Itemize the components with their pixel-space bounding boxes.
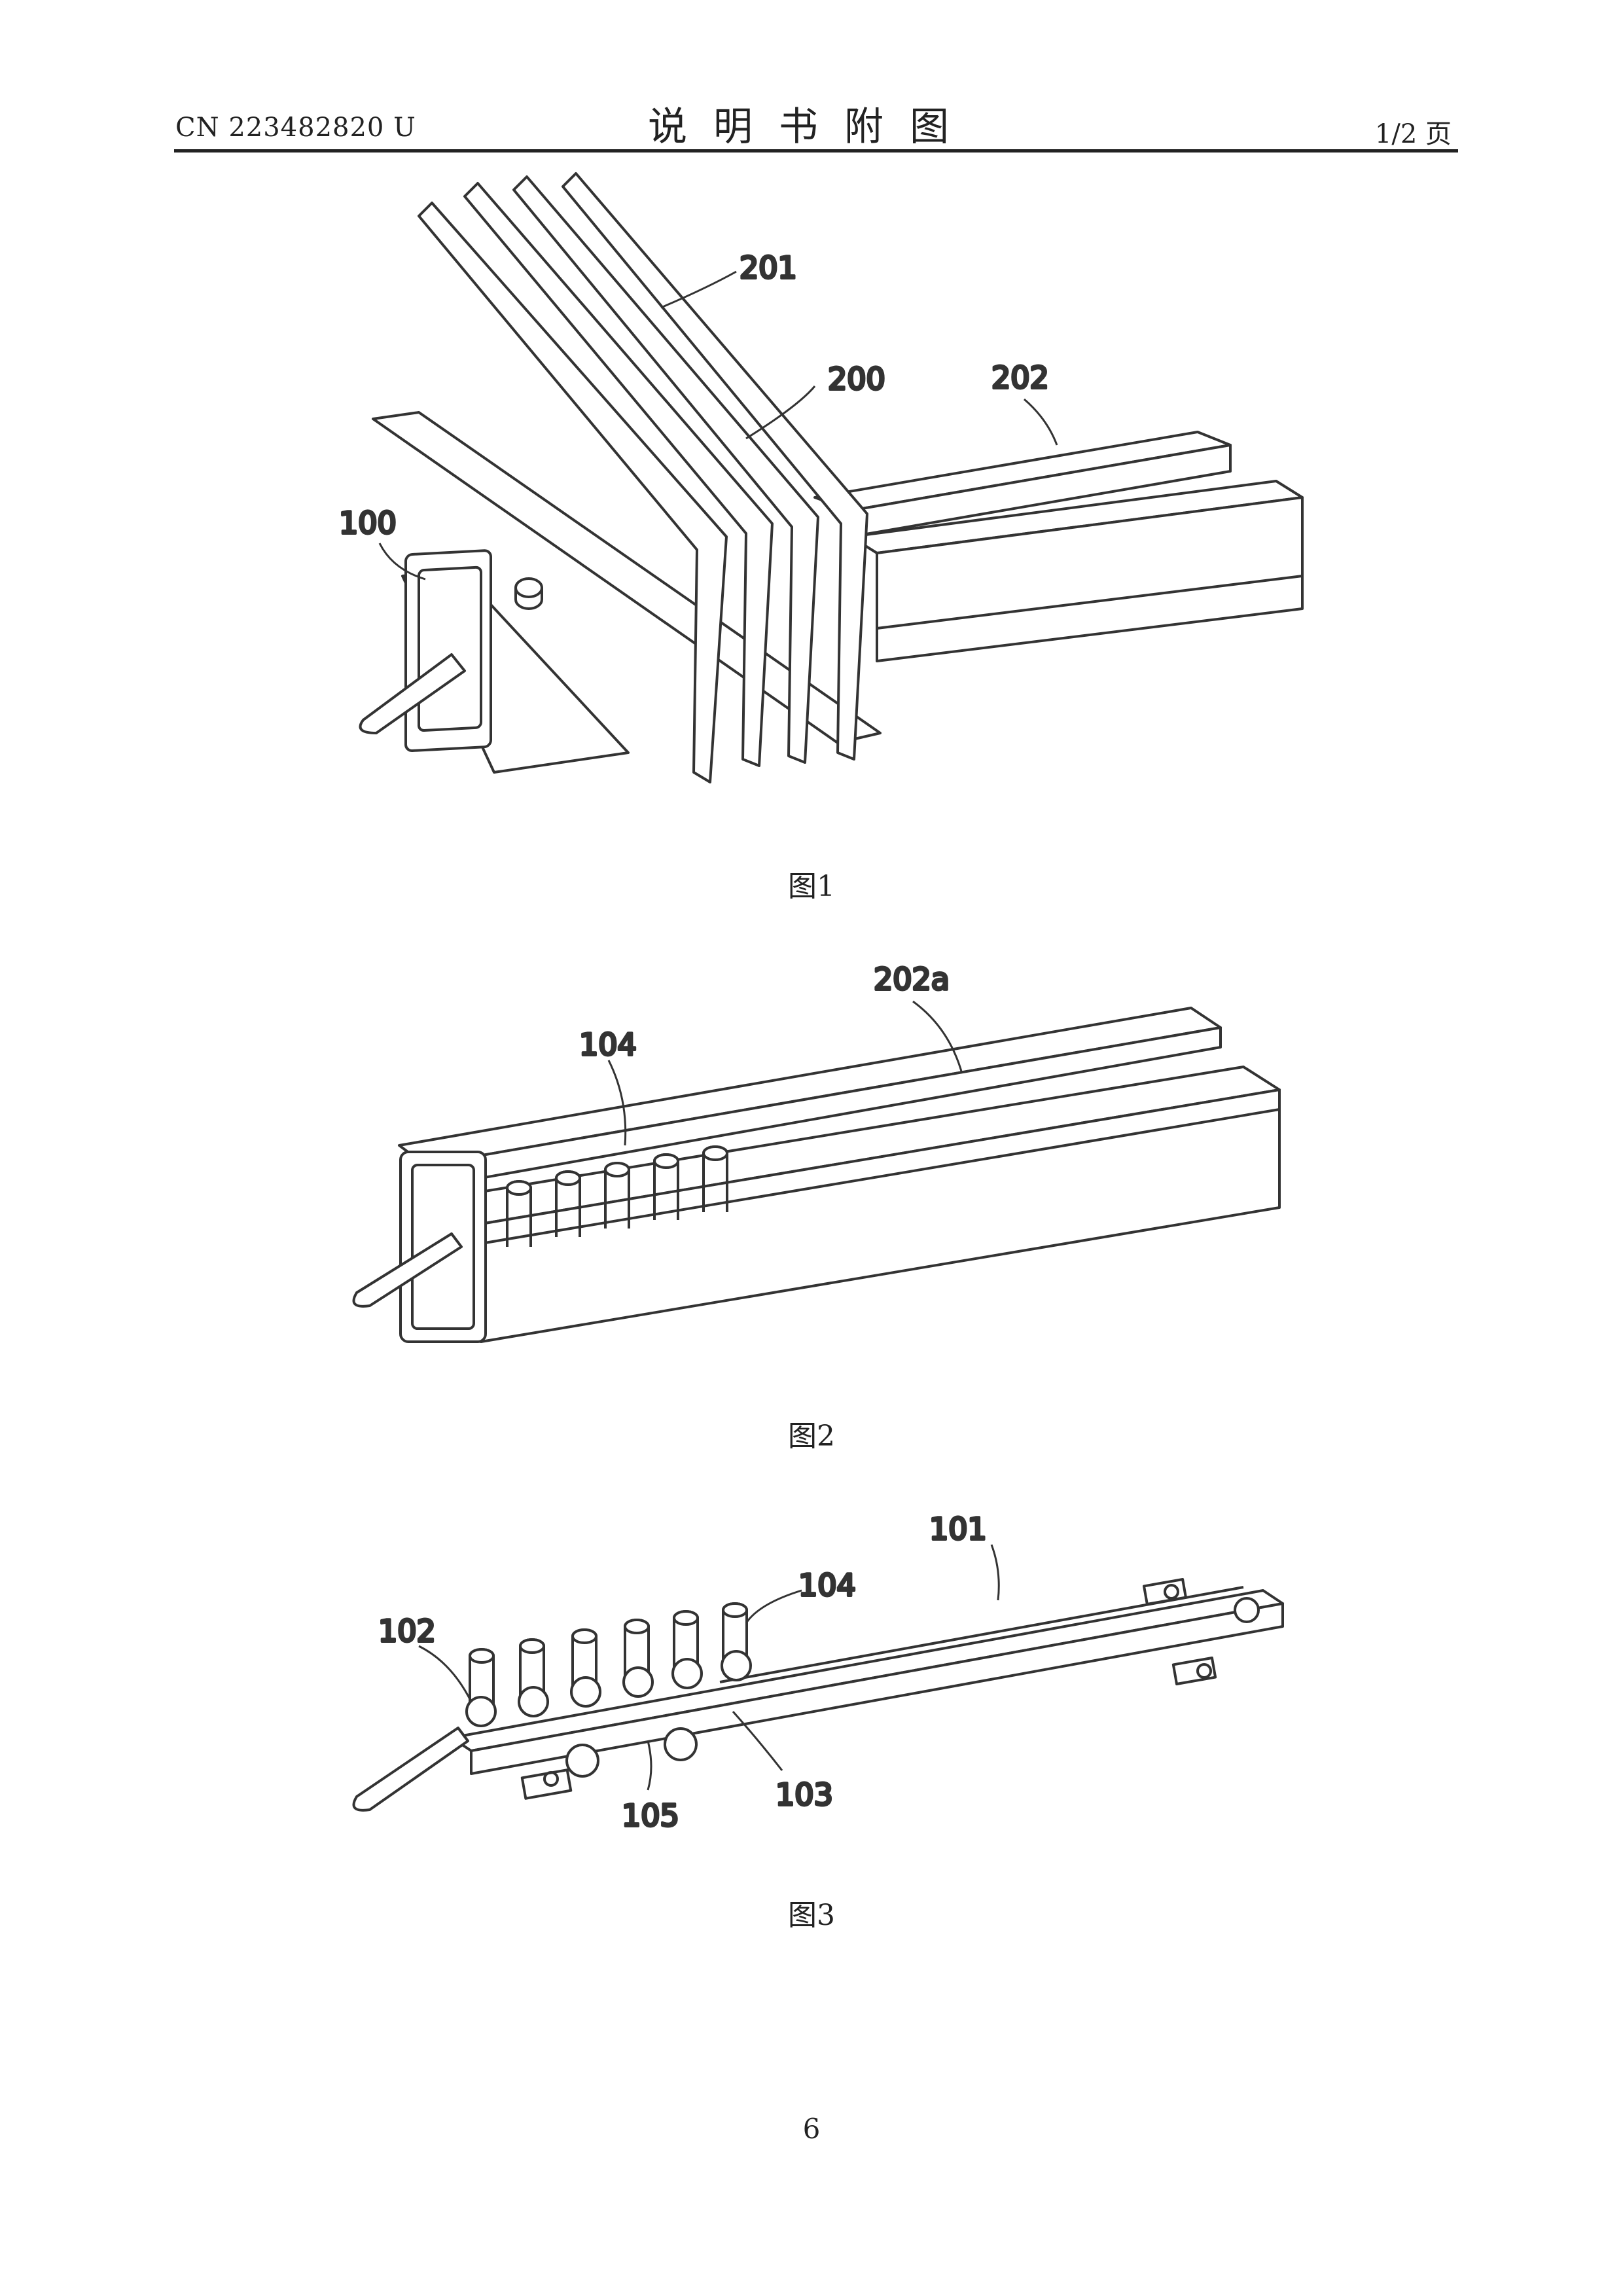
label-103: 103 xyxy=(776,1777,833,1812)
label-104-fig3: 104 xyxy=(798,1568,856,1603)
label-102: 102 xyxy=(378,1613,436,1649)
label-101: 101 xyxy=(929,1511,987,1547)
label-105: 105 xyxy=(622,1798,679,1833)
page-number: 6 xyxy=(0,2113,1623,2145)
figure-3-drawing: 101 104 102 105 103 xyxy=(0,0,1623,1898)
figure-3-caption: 图3 xyxy=(0,1892,1623,1933)
